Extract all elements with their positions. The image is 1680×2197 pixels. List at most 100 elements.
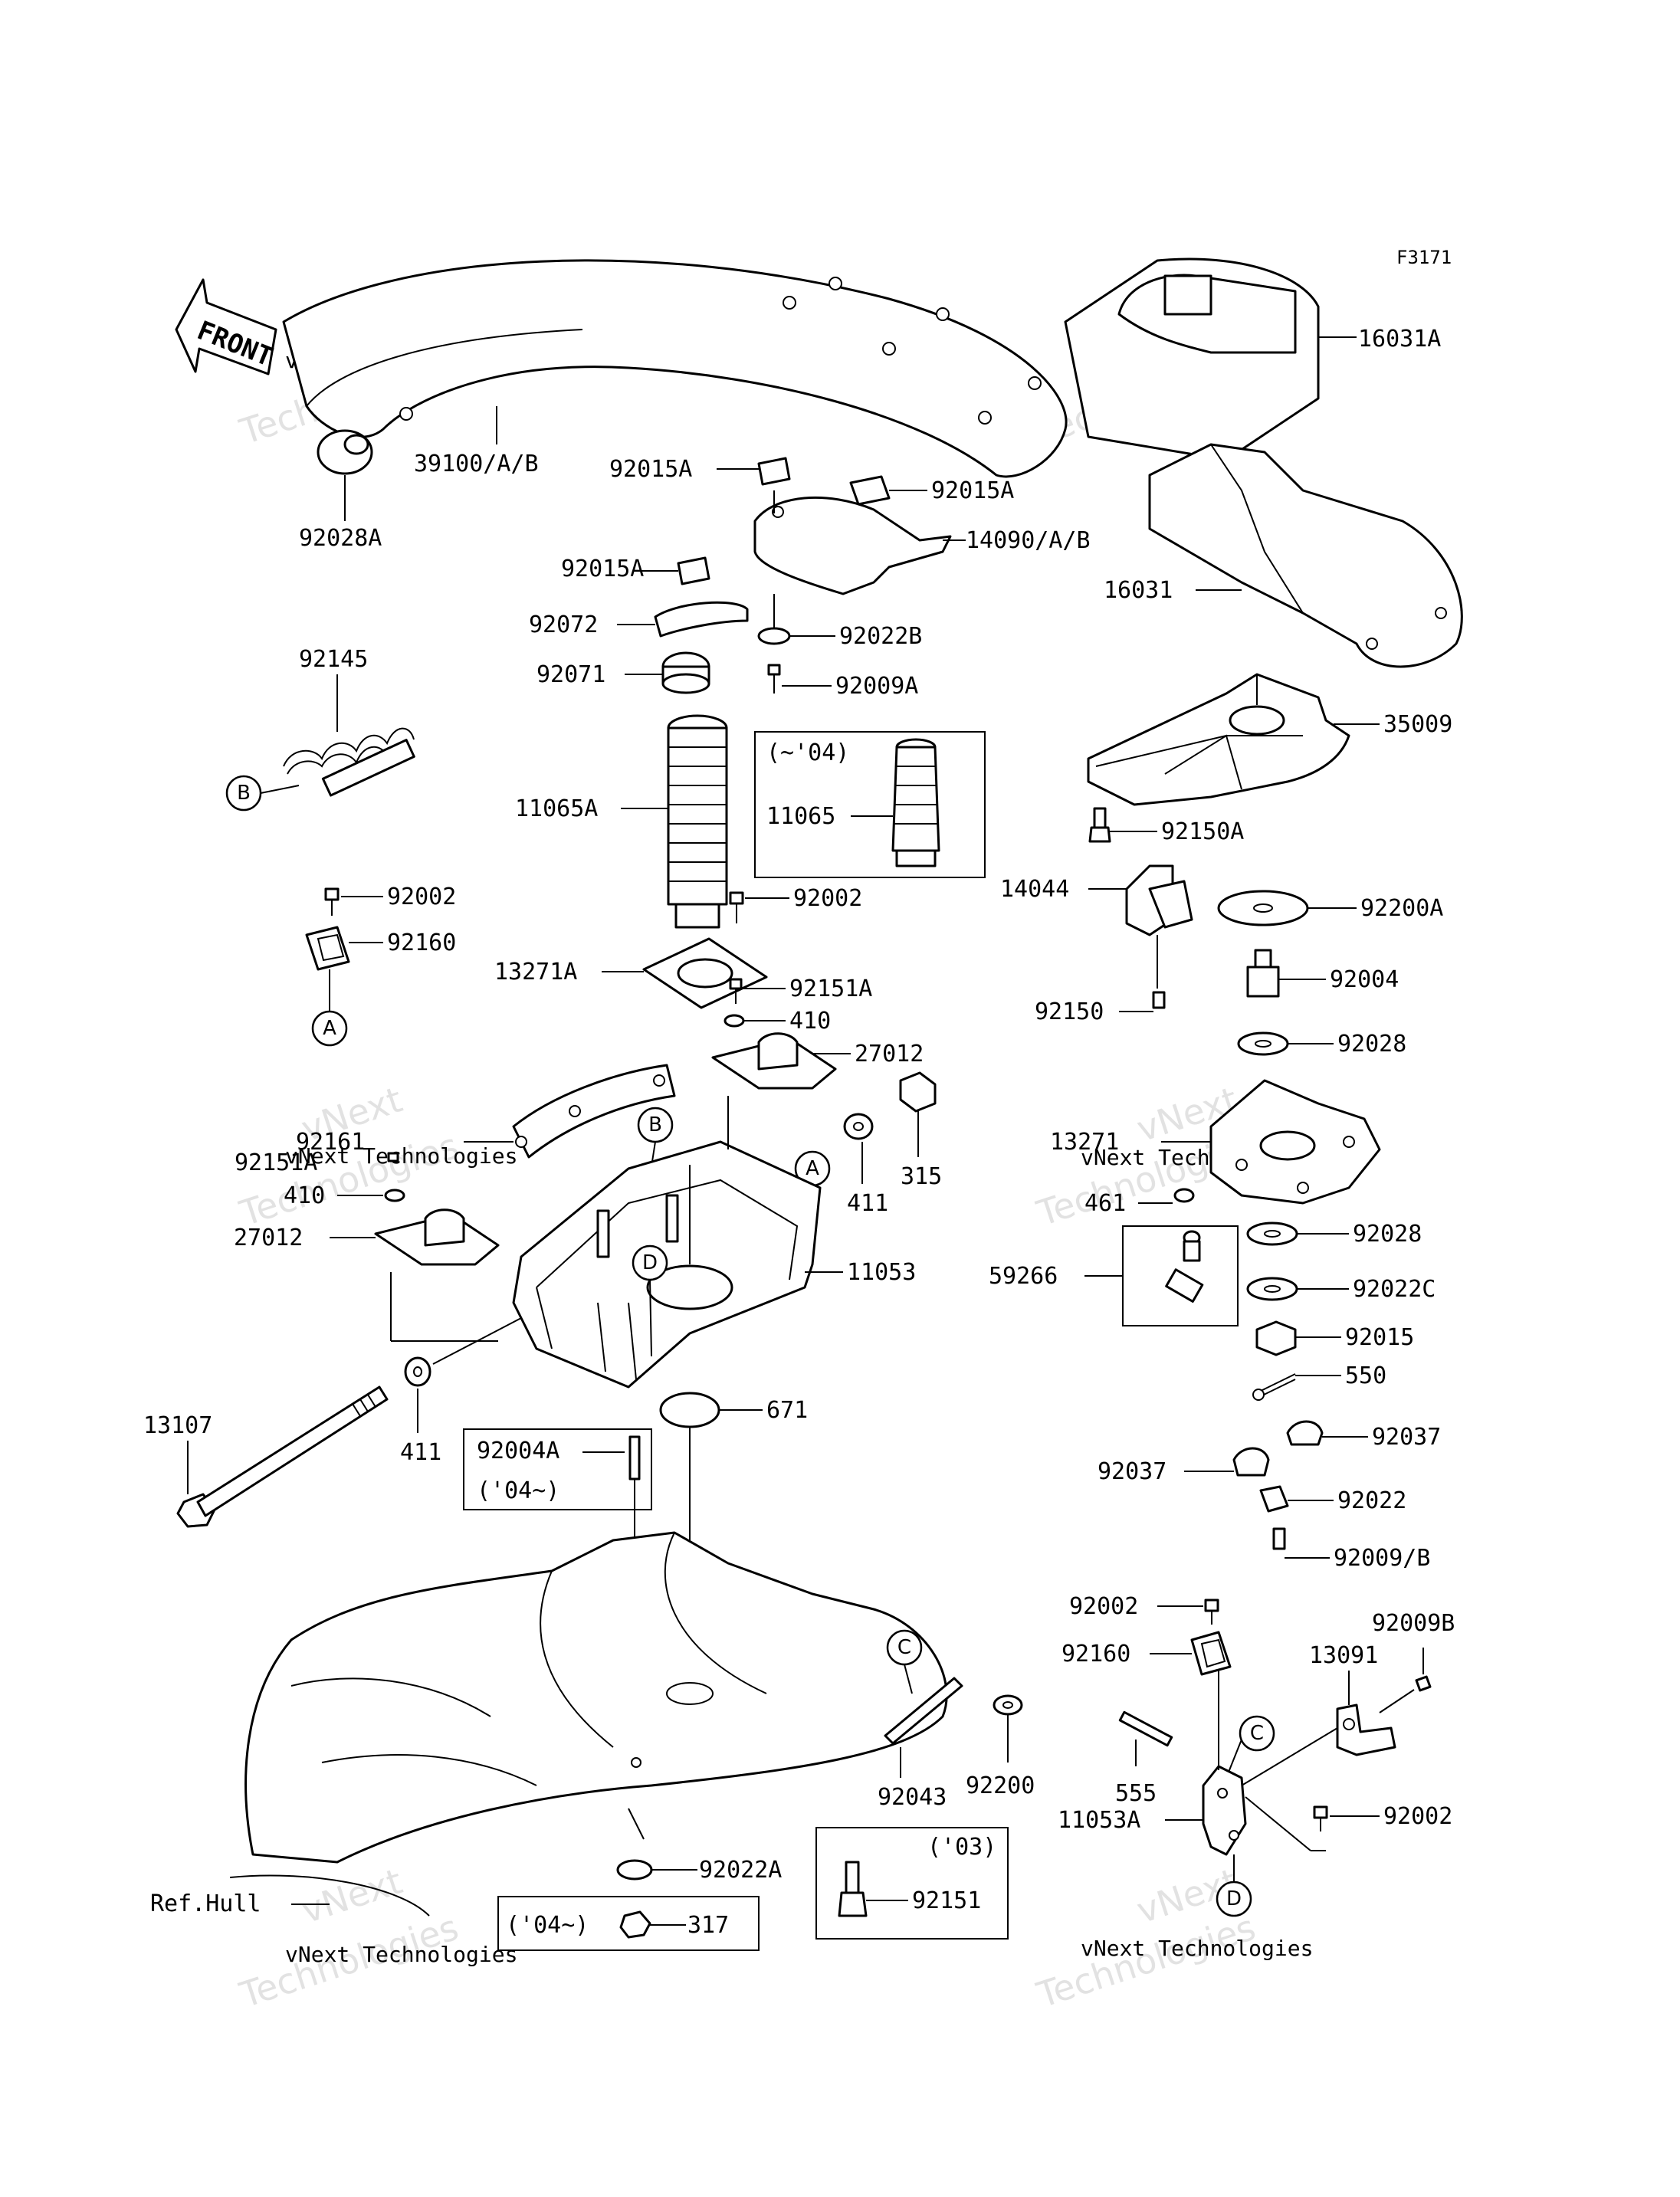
callout-letter: A [806, 1157, 819, 1180]
part-13271 [1209, 1079, 1381, 1205]
part-27012-1 [711, 1032, 837, 1090]
part-92002-3 [1204, 1599, 1219, 1625]
part-92015A-1 [757, 457, 791, 486]
part-411-1 [843, 1113, 874, 1140]
part-461 [1173, 1188, 1195, 1203]
figure-code: F3171 [1396, 247, 1452, 268]
part-label-p92072: 92072 [529, 612, 598, 638]
part-label-p92150: 92150 [1035, 998, 1104, 1025]
part-92043 [884, 1677, 963, 1745]
variant-box-04 [754, 731, 986, 878]
part-label-p92160_1: 92160 [387, 930, 456, 956]
part-411-2 [404, 1356, 431, 1387]
part-label-p16031: 16031 [1104, 577, 1173, 604]
part-label-p13271A: 13271A [494, 959, 577, 985]
part-label-pRefHull: Ref.Hull [150, 1890, 261, 1917]
callout-B-2: B [637, 1107, 674, 1143]
part-92151 [838, 1861, 868, 1917]
part-label-p92028A: 92028A [299, 525, 382, 552]
part-label-p550: 550 [1345, 1362, 1386, 1389]
part-label-p27012_1: 27012 [855, 1041, 924, 1067]
part-92037-1 [1286, 1420, 1324, 1446]
callout-letter: B [648, 1113, 662, 1136]
watermark-text: vNext [297, 1861, 408, 1932]
part-label-p92015: 92015 [1345, 1324, 1414, 1351]
callout-letter: A [323, 1017, 336, 1040]
part-label-p35009: 35009 [1383, 711, 1452, 738]
part-11053A [1202, 1765, 1247, 1856]
part-16031A [1064, 257, 1320, 461]
part-92145-spring [283, 727, 415, 797]
variant-box-04-later-1 [463, 1428, 652, 1510]
part-92009B-1 [1272, 1527, 1286, 1550]
part-92150A [1088, 807, 1111, 843]
part-label-p27012_2: 27012 [234, 1225, 303, 1251]
part-11065-boot [891, 738, 940, 867]
part-92022A [616, 1859, 653, 1881]
part-label-p411_2: 411 [400, 1439, 441, 1466]
part-label-p92004: 92004 [1330, 966, 1399, 993]
part-label-p92015A_1: 92015A [609, 456, 692, 483]
part-92037-2 [1232, 1447, 1270, 1477]
callout-letter: C [897, 1636, 911, 1659]
part-92002-1 [324, 887, 340, 916]
part-label-p92037_1: 92037 [1372, 1424, 1441, 1451]
part-label-p92009B_2: 92009B [1372, 1610, 1455, 1637]
part-label-p04box: (~'04) [766, 739, 849, 766]
part-11065A-boot [667, 714, 728, 929]
part-92072 [654, 601, 749, 638]
callout-letter: B [237, 782, 251, 805]
part-label-p11065: 11065 [766, 803, 835, 830]
part-label-p92015A_2: 92015A [931, 477, 1014, 504]
callout-letter: D [642, 1251, 658, 1274]
part-label-p13271: 13271 [1050, 1129, 1119, 1156]
part-14090 [753, 496, 952, 595]
part-92028-2 [1246, 1221, 1298, 1246]
part-label-p13091: 13091 [1309, 1642, 1378, 1669]
part-label-p92150A: 92150A [1161, 818, 1244, 845]
part-label-p92002_4: 92002 [1383, 1803, 1452, 1830]
variant-box-03 [815, 1827, 1009, 1940]
callout-letter: D [1226, 1887, 1242, 1910]
part-13107-bolt [176, 1385, 389, 1528]
part-92160-2 [1190, 1631, 1232, 1676]
part-92009A [767, 664, 781, 694]
part-label-p92002_2: 92002 [793, 885, 862, 912]
part-label-p13107: 13107 [143, 1412, 212, 1439]
part-92071 [661, 651, 710, 694]
part-92015A-2 [849, 475, 891, 506]
part-410-2 [384, 1189, 405, 1202]
part-label-p92160_2: 92160 [1061, 1641, 1130, 1667]
part-label-p92151: 92151 [912, 1887, 981, 1914]
part-92022 [1259, 1485, 1289, 1513]
part-label-p92002_1: 92002 [387, 884, 456, 910]
part-550-pin [1252, 1373, 1296, 1401]
part-label-p92200A: 92200A [1360, 895, 1443, 922]
part-label-p11053: 11053 [847, 1259, 916, 1286]
part-92028A [317, 429, 373, 475]
part-label-p410_1: 410 [789, 1008, 831, 1035]
part-label-p92151A_2: 92151A [235, 1149, 317, 1176]
part-label-p92037_2: 92037 [1098, 1458, 1166, 1485]
part-label-p92015A_3: 92015A [561, 556, 644, 582]
part-hull [229, 1531, 948, 1917]
callout-A-1: A [311, 1010, 348, 1047]
callout-A-2: A [794, 1150, 831, 1187]
part-label-p04later_1: ('04~) [477, 1477, 559, 1504]
part-label-p317: 317 [687, 1912, 729, 1939]
part-92160-1 [305, 926, 350, 971]
part-92200A [1217, 890, 1309, 926]
part-label-p92151A_1: 92151A [789, 976, 872, 1002]
part-92002-4 [1313, 1805, 1328, 1831]
part-label-p92022A: 92022A [699, 1857, 782, 1884]
part-label-p11053A: 11053A [1058, 1807, 1140, 1834]
part-label-p04later_2: ('04~) [506, 1912, 589, 1939]
part-555-pin [1118, 1710, 1173, 1747]
part-315-nut [899, 1071, 937, 1113]
callout-letter: C [1250, 1722, 1264, 1745]
part-27012-2 [374, 1208, 500, 1266]
part-92015A-3 [677, 556, 710, 585]
part-label-p92071: 92071 [536, 661, 605, 688]
part-92004A [628, 1435, 641, 1481]
